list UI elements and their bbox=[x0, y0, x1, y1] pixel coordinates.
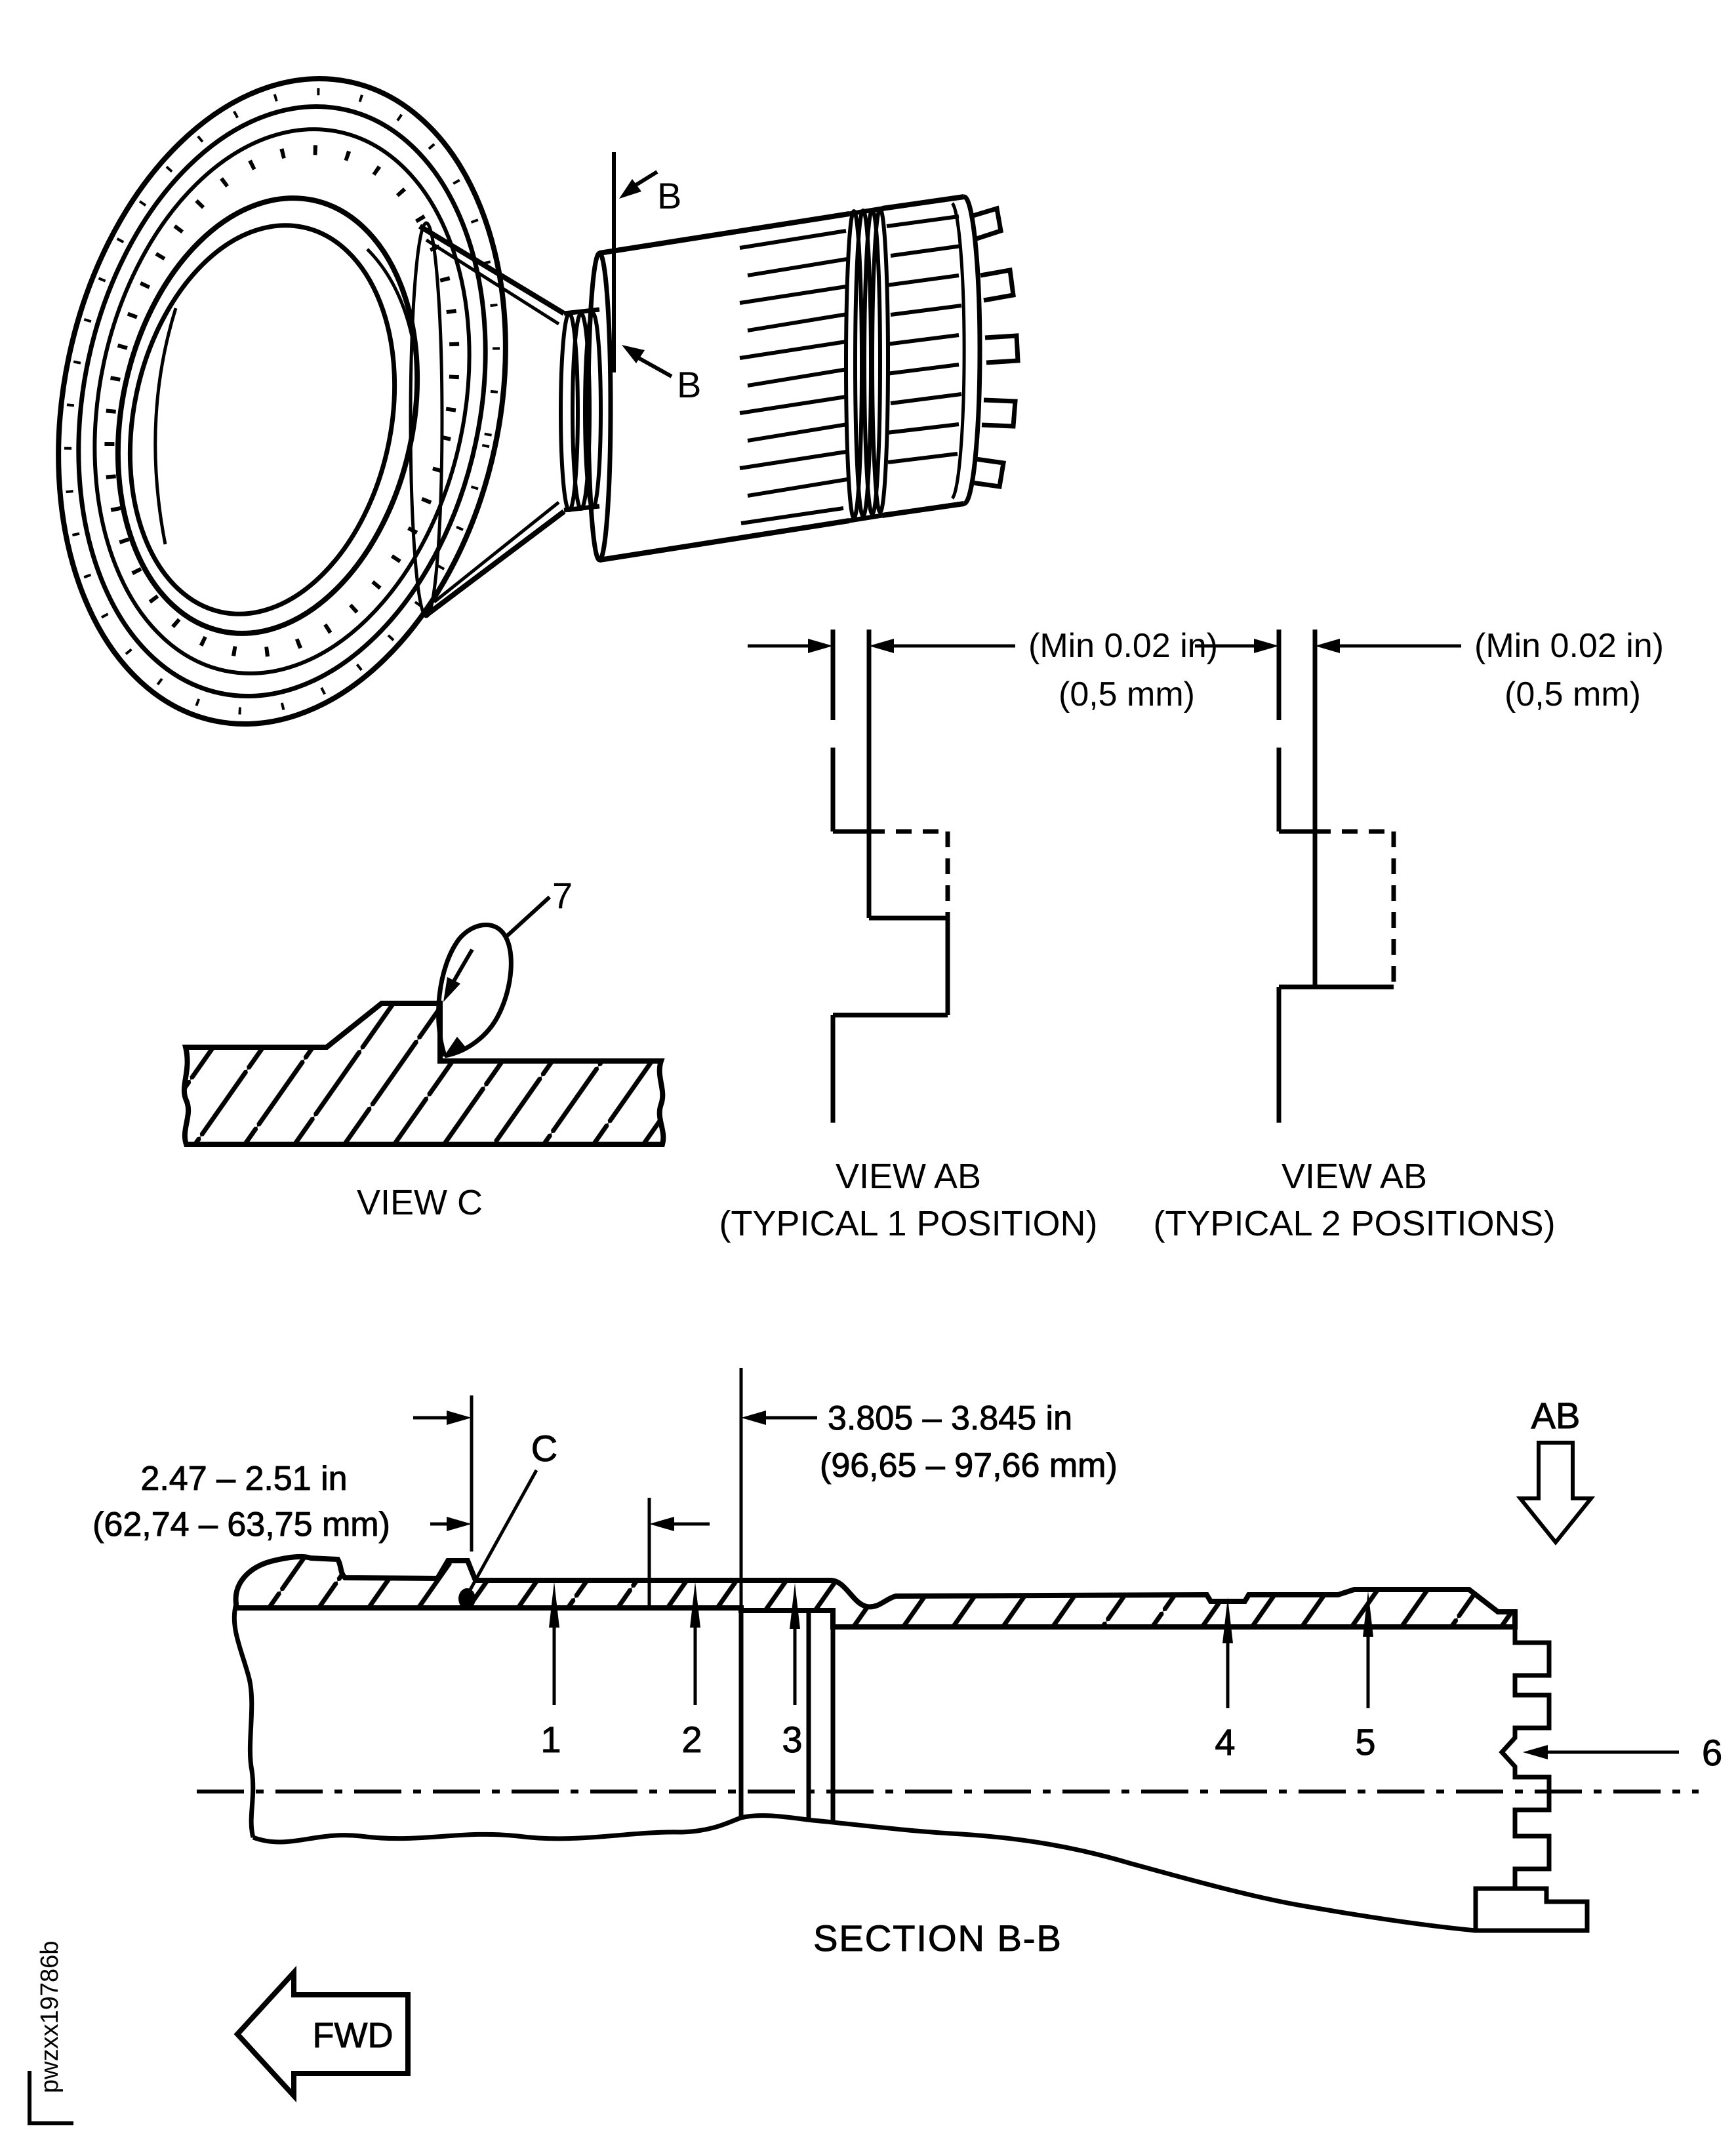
dim-length-left-head bbox=[447, 1411, 472, 1425]
bore-step-lines bbox=[738, 1611, 836, 1822]
ab-view-arrow bbox=[1516, 1441, 1596, 1546]
dim-arrow-right-head bbox=[808, 639, 833, 653]
callout-6-label: 6 bbox=[1702, 1732, 1722, 1773]
callout-2-arrow bbox=[690, 1582, 700, 1628]
section-wall bbox=[233, 1553, 1518, 1630]
dim-arrow-left-head bbox=[869, 639, 894, 653]
section-bb-title: SECTION B-B bbox=[813, 1917, 1062, 1959]
ring-groove-collar bbox=[844, 207, 890, 520]
view-c-balloon bbox=[436, 895, 552, 1058]
shaft-cylinder bbox=[586, 194, 965, 563]
dim-width-right-head bbox=[649, 1517, 674, 1531]
view-c: 7 VIEW C bbox=[181, 875, 666, 1222]
section-arrow-bottom-head bbox=[622, 345, 645, 363]
fwd-arrow bbox=[233, 1965, 411, 2103]
dim-length-mm: (96,65 – 97,66 mm) bbox=[820, 1447, 1118, 1485]
dim-length-right-head bbox=[741, 1411, 766, 1425]
detail-c-dot bbox=[458, 1588, 475, 1609]
balloon-loop bbox=[436, 922, 514, 1058]
section-cut-line-b bbox=[612, 152, 673, 378]
view-ab-2-gap-in: (Min 0.02 in) bbox=[1474, 627, 1664, 665]
spline-section-2 bbox=[886, 214, 962, 464]
flange-outer-tick-ring bbox=[64, 88, 500, 715]
callout-4-arrow bbox=[1222, 1597, 1233, 1643]
callout-leaders bbox=[549, 1582, 1373, 1708]
isometric-view: B B bbox=[56, 76, 1020, 727]
callout-1-label: 1 bbox=[540, 1719, 561, 1760]
view-ab-2-profile bbox=[1276, 630, 1396, 1123]
hub-cone bbox=[409, 221, 566, 618]
fwd-label: FWD bbox=[313, 2016, 394, 2055]
dim-length-in: 3.805 – 3.845 in bbox=[828, 1399, 1072, 1437]
section-line-label-top: B bbox=[657, 175, 681, 216]
dim-arrow-right-head bbox=[1254, 639, 1279, 653]
bottom-break-line bbox=[252, 1813, 1476, 1933]
section-line-label-bottom: B bbox=[677, 364, 701, 405]
view-ab-2: (Min 0.02 in) (0,5 mm) VIEW AB (TYPICAL … bbox=[1153, 627, 1664, 1243]
view-ab-1-profile bbox=[830, 630, 950, 1123]
view-ab-1-gap-in: (Min 0.02 in) bbox=[1028, 627, 1218, 665]
callout-1-arrow bbox=[549, 1582, 559, 1628]
view-ab-2-dimension bbox=[1195, 639, 1461, 653]
view-ab-1-subtitle: (TYPICAL 1 POSITION) bbox=[719, 1204, 1097, 1243]
detail-c-label: C bbox=[531, 1428, 557, 1469]
splined-end-profile bbox=[1473, 1612, 1590, 1933]
doc-code-text: pwzxx19786b bbox=[36, 1941, 64, 2093]
left-break-line bbox=[232, 1603, 256, 1838]
ab-block-arrow bbox=[1516, 1441, 1596, 1546]
detail-c-leader bbox=[458, 1469, 538, 1609]
flange-bore bbox=[115, 195, 420, 636]
callout-5-label: 5 bbox=[1355, 1721, 1375, 1763]
dim-width-left-head bbox=[447, 1517, 472, 1531]
section-arrow-top-head bbox=[619, 179, 641, 199]
fwd-block-arrow bbox=[233, 1965, 411, 2103]
view-ab-2-subtitle: (TYPICAL 2 POSITIONS) bbox=[1153, 1204, 1555, 1243]
dim-length bbox=[413, 1368, 817, 1608]
ab-view-label: AB bbox=[1531, 1395, 1581, 1436]
dim-width-in: 2.47 – 2.51 in bbox=[140, 1460, 347, 1498]
callout-3-label: 3 bbox=[782, 1719, 802, 1760]
callout-6-leader bbox=[1523, 1745, 1679, 1759]
view-ab-2-title: VIEW AB bbox=[1282, 1157, 1427, 1196]
splined-end-teeth bbox=[951, 194, 1020, 506]
doc-code-bracket bbox=[28, 2071, 73, 2125]
view-ab-1-title: VIEW AB bbox=[836, 1157, 981, 1196]
callout-2-label: 2 bbox=[681, 1719, 702, 1760]
view-ab-1-gap-mm: (0,5 mm) bbox=[1059, 675, 1195, 713]
view-ab-1: (Min 0.02 in) (0,5 mm) VIEW AB (TYPICAL … bbox=[719, 627, 1218, 1243]
flange-bolt-hole-ring bbox=[104, 145, 460, 658]
spline-section-1 bbox=[739, 229, 848, 525]
doc-code-block: pwzxx19786b bbox=[28, 1941, 73, 2125]
balloon-arrowhead-lower bbox=[443, 1037, 466, 1057]
callout-4-label: 4 bbox=[1215, 1721, 1235, 1763]
callout-5-arrow bbox=[1363, 1591, 1373, 1637]
view-c-callout-7: 7 bbox=[552, 875, 573, 916]
dim-width-mm: (62,74 – 63,75 mm) bbox=[92, 1506, 390, 1544]
view-c-title: VIEW C bbox=[357, 1183, 483, 1222]
flange bbox=[56, 76, 508, 727]
callout-3-arrow bbox=[790, 1583, 800, 1629]
dim-arrow-left-head bbox=[1315, 639, 1340, 653]
dim-width bbox=[430, 1498, 710, 1611]
view-ab-1-dimension bbox=[748, 639, 1015, 653]
view-c-section-body bbox=[181, 1001, 666, 1147]
section-bb: 3.805 – 3.845 in (96,65 – 97,66 mm) 2.47… bbox=[92, 1368, 1723, 2103]
neck-grooves bbox=[559, 307, 603, 513]
callout-6-arrow bbox=[1523, 1745, 1548, 1759]
balloon-arrowhead-upper bbox=[443, 977, 460, 1002]
view-ab-2-gap-mm: (0,5 mm) bbox=[1504, 675, 1641, 713]
